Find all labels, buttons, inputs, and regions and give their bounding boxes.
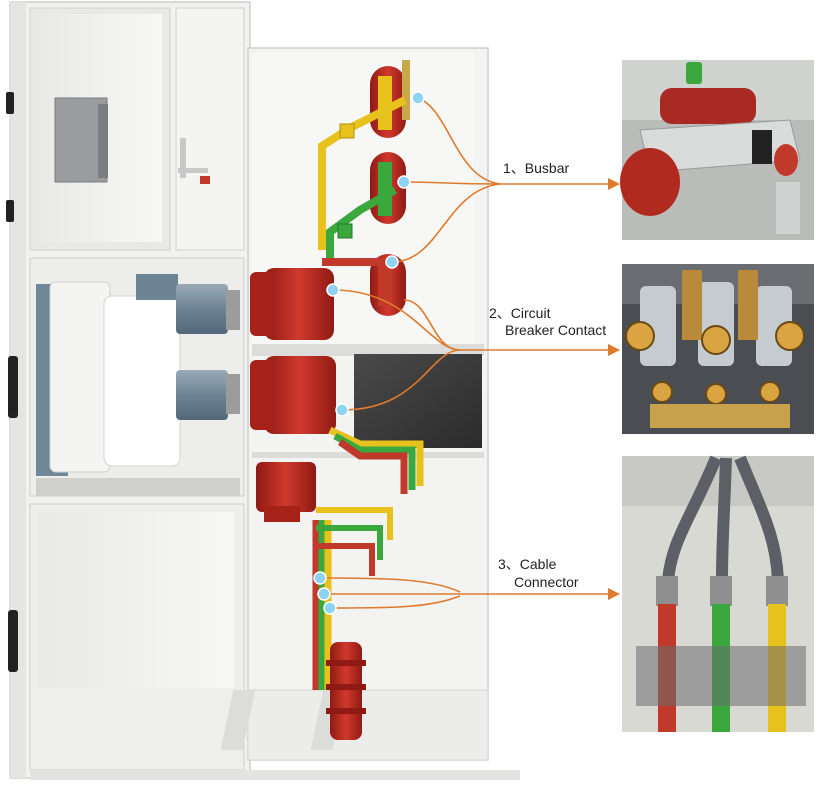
- busbar-insulators: [370, 60, 410, 316]
- callout-cable-line1: 3、Cable: [498, 556, 557, 572]
- breaker-contact-photo: [622, 264, 814, 434]
- breaker-body: [103, 295, 181, 467]
- breaker-arm-upper: [176, 284, 228, 334]
- callout-markers: [313, 91, 425, 615]
- cable-connector-photo: [622, 455, 814, 732]
- busbar-conductors: [318, 96, 407, 266]
- door-handle: [8, 356, 18, 418]
- current-transformer: [354, 354, 482, 448]
- callout-circuit-breaker-line1: 2、Circuit: [489, 305, 551, 321]
- callout-cable-line2: Connector: [514, 574, 579, 590]
- callout-circuit-breaker-line2: Breaker Contact: [505, 322, 607, 338]
- leader-lines: [319, 97, 612, 609]
- cabinet-front: [6, 1, 251, 779]
- cable-conductors: [256, 426, 424, 740]
- surge-arrester: [330, 642, 362, 740]
- callout-busbar: 1、Busbar: [503, 160, 570, 176]
- leader-arrowheads: [608, 178, 620, 600]
- breaker-arm-lower: [176, 370, 228, 420]
- busbar-photo: [620, 60, 814, 240]
- contact-insulators: [250, 268, 336, 434]
